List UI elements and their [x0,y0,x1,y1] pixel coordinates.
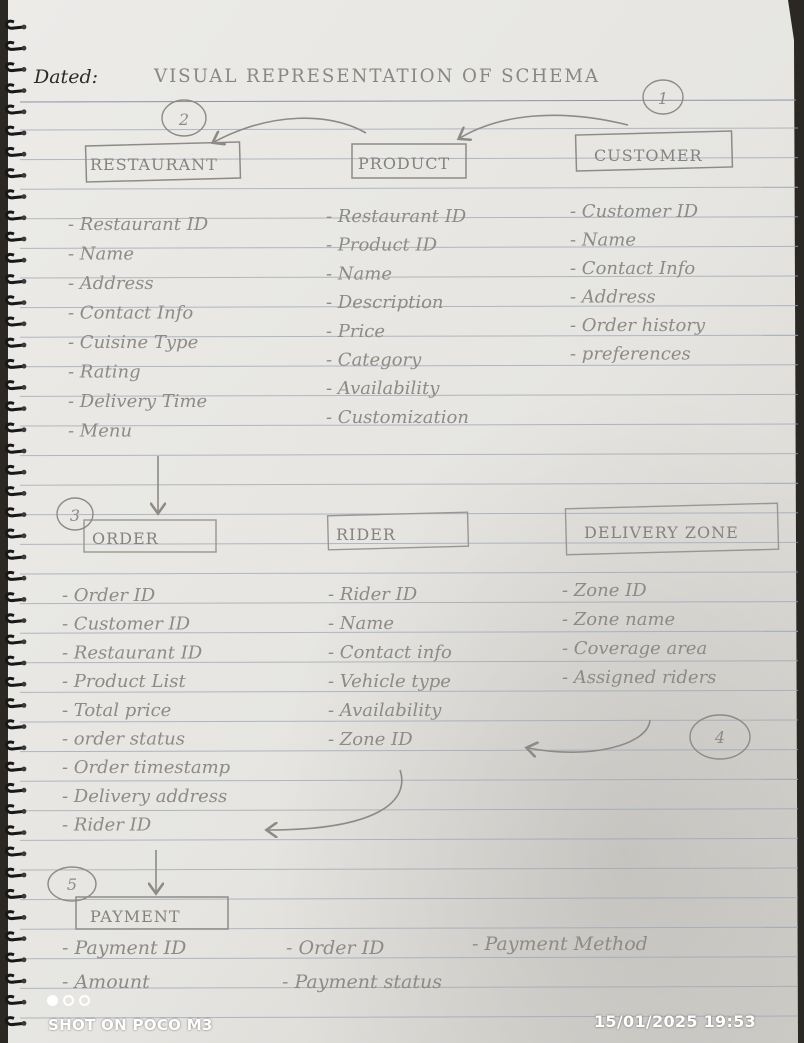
entity-title: PAYMENT [90,907,181,926]
field-item: - Availability [326,378,440,399]
entity-customer: CUSTOMER 1 - Customer ID - Name - Contact In… [570,89,706,365]
field-item: - Customer ID [570,201,699,222]
field-item: - Vehicle type [328,671,451,692]
field-item: - Product ID [326,235,438,256]
entity-rider: RIDER - Rider ID - Name - Contact info - Veh… [328,525,452,750]
entity-title: DELIVERY ZONE [584,523,739,542]
field-item: - Zone name [562,609,675,630]
entity-number: 4 [714,728,725,747]
field-item: - Order timestamp [62,757,231,778]
field-item: - Contact Info [68,303,193,324]
field-item: - Payment status [282,971,442,993]
field-item: - Order ID [286,937,384,959]
dot-outline-icon [63,995,74,1006]
field-item: - Delivery address [62,786,227,807]
entity-restaurant: RESTAURANT 2 - Restaurant ID - Name - Addres… [68,110,218,442]
field-item: - Product List [62,671,186,692]
field-item: - Delivery Time [68,391,207,412]
field-item: - Price [326,321,385,342]
field-item: - Payment Method [472,933,648,955]
field-item: - Description [326,292,444,313]
field-item: - Restaurant ID [62,642,203,663]
camera-watermark: SHOT ON POCO M3 [48,1016,213,1034]
field-item: - Category [326,350,422,371]
field-item: - Customer ID [62,614,191,635]
field-item: - Name [328,613,394,634]
entity-title: CUSTOMER [594,146,703,165]
entity-number: 5 [67,875,77,894]
entity-order: ORDER 3 - Order ID - Customer ID - Restauran… [62,506,231,836]
entity-delivery-zone: DELIVERY ZONE 4 - Zone ID - Zone name - Cove… [562,523,739,747]
field-item: - Contact info [328,642,452,663]
field-item: - order status [62,729,185,750]
ruled-lines [19,127,799,1019]
dated-label: Dated: [33,66,98,88]
field-item: - Menu [68,421,132,442]
field-item: - Payment ID [62,937,186,959]
field-item: - Rider ID [328,584,418,605]
field-item: - preferences [570,344,691,365]
entity-number: 1 [658,89,668,108]
field-item: - Name [326,263,392,284]
entity-number: 2 [178,110,189,129]
field-item: - Cuisine Type [68,332,198,353]
photo-timestamp: 15/01/2025 19:53 [594,1012,757,1031]
watermark-dots [47,991,95,1010]
field-item: - Zone ID [562,580,647,601]
field-item: - Address [570,287,656,308]
entity-product: PRODUCT - Restaurant ID - Product ID - Name… [326,154,469,428]
entity-payment: PAYMENT 5 - Payment ID - Order ID - Payment … [62,875,648,993]
entity-title: RIDER [336,525,396,544]
field-item: - Total price [62,700,171,721]
entity-title: RESTAURANT [90,155,218,174]
field-item: - Restaurant ID [326,206,467,227]
field-item: - Contact Info [570,258,695,279]
page-title: VISUAL REPRESENTATION OF SCHEMA [153,65,600,87]
field-item: - Order history [570,315,706,336]
field-item: - Zone ID [328,729,413,750]
spiral-binding [5,19,27,1027]
entity-title: ORDER [92,529,159,548]
field-item: - Order ID [62,585,156,606]
field-item: - Address [68,273,154,294]
field-item: - Restaurant ID [68,214,209,235]
entity-title: PRODUCT [358,154,450,173]
dot-filled-icon [47,995,58,1006]
field-item: - Amount [62,971,150,993]
field-item: - Rating [68,362,141,383]
dot-outline-icon [79,995,90,1006]
field-item: - Customization [326,407,469,428]
entity-number: 3 [70,506,80,525]
field-item: - Name [68,244,134,265]
field-item: - Coverage area [562,638,707,659]
field-item: - Rider ID [62,815,152,836]
field-item: - Availability [328,700,442,721]
field-item: - Assigned riders [562,667,716,688]
field-item: - Name [570,230,636,251]
